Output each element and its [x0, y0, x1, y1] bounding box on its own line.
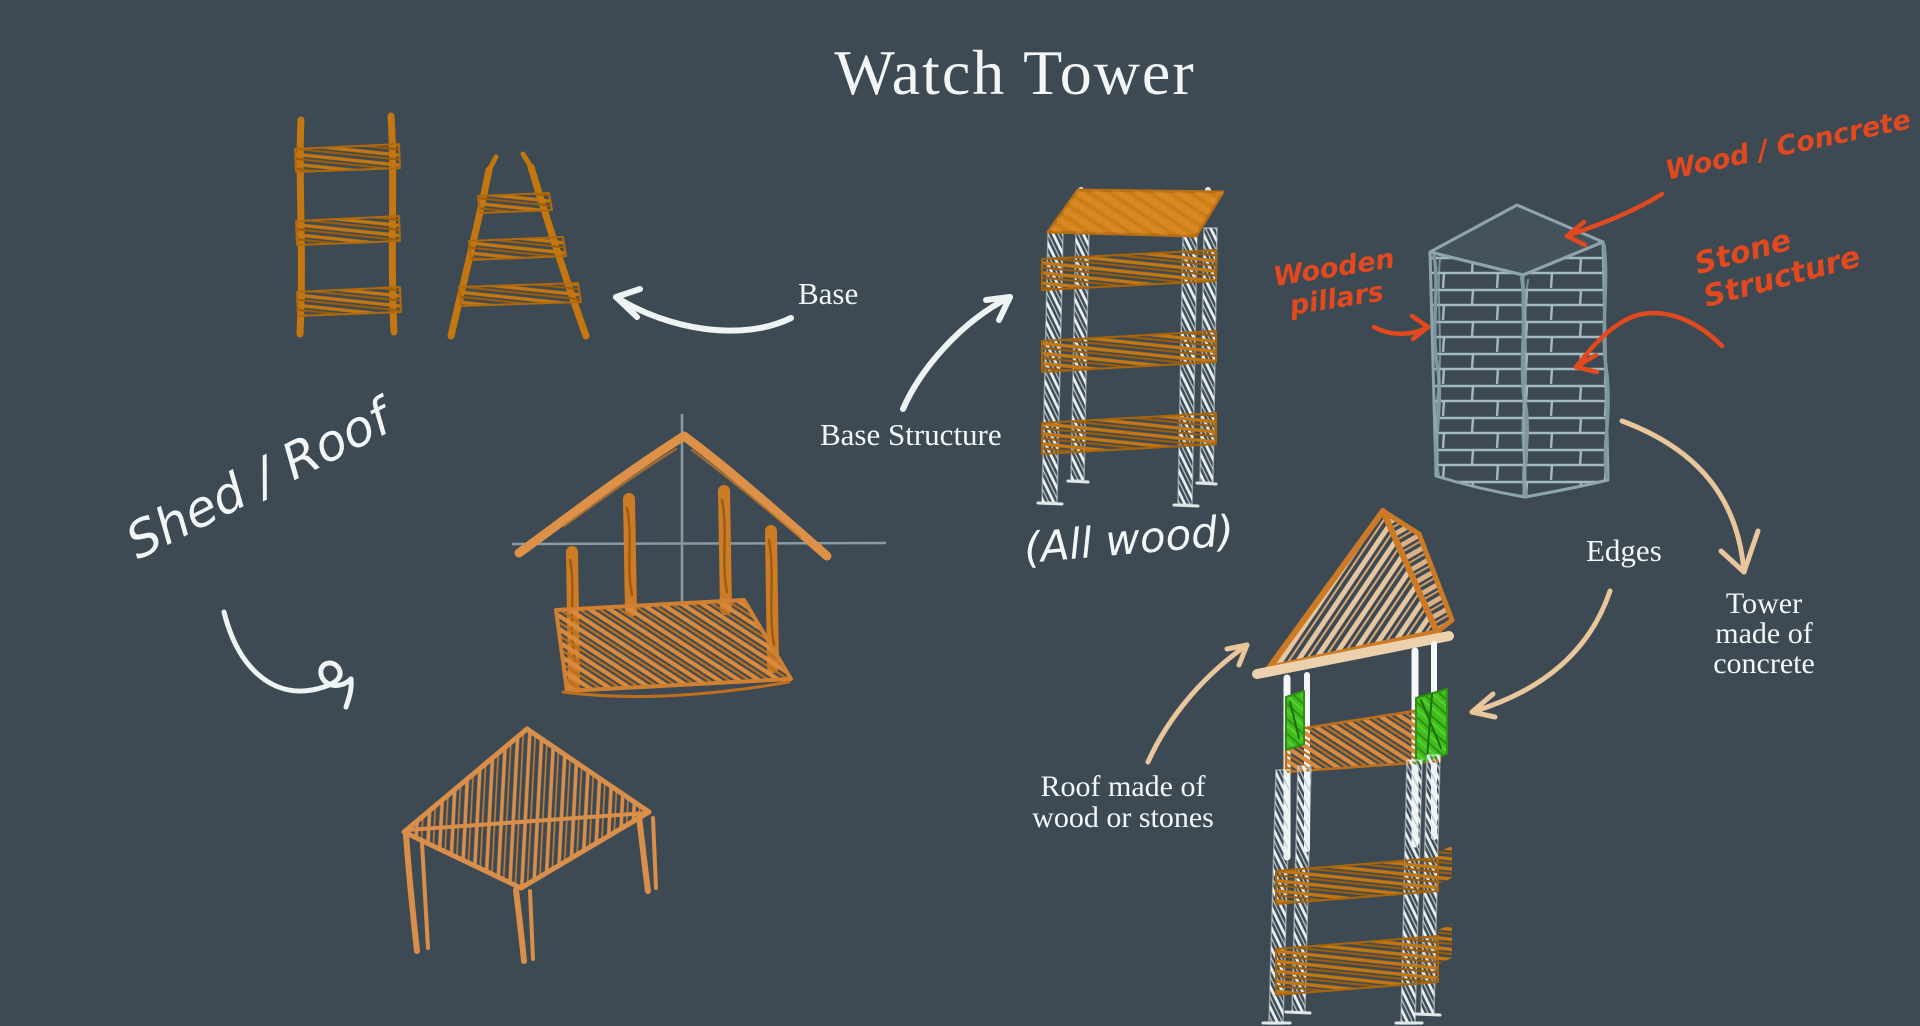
arrow-wooden-pillars	[1371, 313, 1431, 342]
label-base: Base	[798, 276, 859, 311]
stone-tower-sketch	[1428, 203, 1610, 499]
arrow-base-to-ladders	[613, 286, 794, 334]
arrow-tower-concrete	[1619, 418, 1761, 575]
base-structure-sketch	[1036, 187, 1225, 508]
label-edges: Edges	[1586, 533, 1662, 568]
arrow-roof-label	[1145, 642, 1250, 765]
arrow-wood-concrete	[1564, 191, 1665, 248]
straight-ladder-sketch	[294, 112, 402, 338]
arrow-stone-structure	[1573, 310, 1725, 375]
page-title: Watch Tower	[834, 37, 1196, 108]
shed-frame-sketch	[514, 431, 832, 699]
label-roof-made-of-wood-or-stones: Roof made of wood or stones	[1032, 770, 1214, 834]
label-tower-made-of-concrete: Tower made of concrete	[1713, 587, 1815, 680]
shed-guide-lines	[511, 414, 887, 602]
watch-tower-sketch	[1252, 508, 1455, 1025]
wooden-table-sketch	[401, 726, 658, 964]
label-base-structure: Base Structure	[820, 417, 1002, 452]
arrow-edges-to-tower	[1469, 588, 1613, 720]
arrow-to-base-structure	[900, 294, 1013, 412]
a-frame-ladder-sketch	[447, 151, 590, 340]
arrow-shed-roof	[221, 609, 354, 710]
